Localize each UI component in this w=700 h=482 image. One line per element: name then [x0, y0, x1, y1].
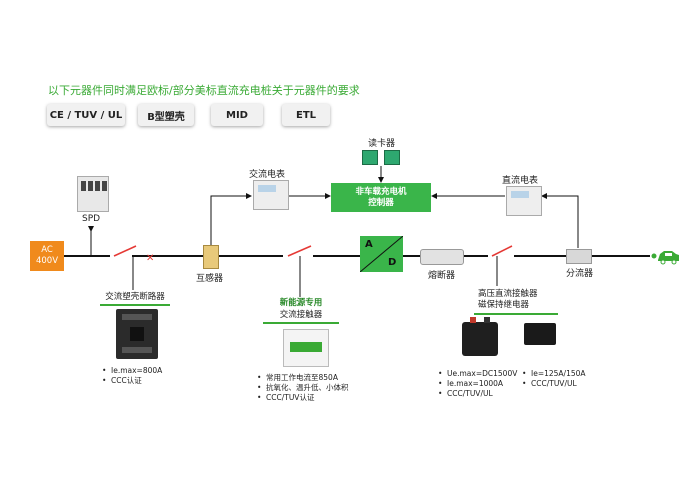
mccb-spec-2: CCC认证 [102, 376, 162, 386]
relay-specs: Ie=125A/150A CCC/TUV/UL [522, 369, 586, 389]
converter-d-label: D [388, 257, 397, 268]
dc-contactor-spec-1: Ue.max=DC1500V [438, 369, 517, 379]
tag-mid: MID [211, 104, 263, 126]
tag-b-type: B型塑壳 [138, 104, 194, 126]
mccb-specs: Ie.max=800A CCC认证 [102, 366, 162, 386]
shunt-device [566, 249, 592, 264]
mccb-underline [100, 304, 170, 306]
controller-label-line2: 控制器 [368, 197, 394, 208]
contactor-title-line2: 交流接触器 [279, 310, 323, 320]
ac-dc-converter: A D [360, 236, 403, 272]
relay-spec-1: Ie=125A/150A [522, 369, 586, 379]
breaker-symbol-1 [113, 245, 137, 257]
breaker-symbol-3 [491, 245, 513, 257]
card-reader-icon-1 [362, 150, 378, 165]
latching-relay-product-image [524, 323, 556, 345]
spd-device [77, 176, 109, 212]
spd-label: SPD [82, 214, 101, 224]
contactor-specs: 常用工作电流至850A 抗氧化、温升低、小体积 CCC/TUV认证 [257, 373, 349, 403]
contactor-spec-2: 抗氧化、温升低、小体积 [257, 383, 349, 393]
mccb-spec-1: Ie.max=800A [102, 366, 162, 376]
dc-meter-label: 直流电表 [502, 176, 539, 186]
mccb-title: 交流塑壳断路器 [105, 292, 165, 302]
shunt-to-dcmeter-line [541, 193, 579, 248]
dc-contactor-underline [474, 313, 558, 315]
ct-device [203, 245, 219, 269]
dc-contactor-spec-3: CCC/TUV/UL [438, 389, 517, 399]
breaker-symbol-2 [287, 245, 312, 257]
contactor-spec-1: 常用工作电流至850A [257, 373, 349, 383]
dc-contactor-title-line1: 高压直流接触器 [478, 289, 538, 299]
charger-controller-box: 非车载充电机 控制器 [331, 183, 431, 212]
card-reader-label: 读卡器 [368, 139, 396, 149]
tag-ce-tuv-ul: CE / TUV / UL [47, 104, 125, 126]
converter-diagonal [360, 236, 403, 272]
converter-a-label: A [365, 239, 373, 250]
controller-label-line1: 非车载充电机 [355, 186, 407, 197]
mccb-product-image [116, 309, 158, 359]
breaker-x-icon: ✕ [146, 253, 154, 264]
relay-spec-2: CCC/TUV/UL [522, 379, 586, 389]
ac-meter-label: 交流电表 [249, 170, 286, 180]
dc-contactor-title-line2: 磁保持继电器 [478, 300, 530, 310]
dc-contactor-product-image [462, 317, 498, 356]
fuse-device [420, 249, 464, 265]
ct-label: 互感器 [196, 274, 224, 284]
fuse-label: 熔断器 [428, 271, 456, 281]
dc-contactor-specs: Ue.max=DC1500V Ie.max=1000A CCC/TUV/UL [438, 369, 517, 399]
contactor-spec-3: CCC/TUV认证 [257, 393, 349, 403]
ev-car-icon [651, 251, 679, 265]
ac-meter-device [253, 180, 289, 210]
contactor-underline [263, 322, 339, 324]
contactor-title-line1: 新能源专用 [279, 298, 323, 308]
ac-voltage: 400V [35, 256, 59, 266]
page-title: 以下元器件同时满足欧标/部分美标直流充电桩关于元器件的要求 [48, 84, 360, 97]
tag-etl: ETL [282, 104, 330, 126]
dc-meter-device [506, 186, 542, 216]
dc-contactor-spec-2: Ie.max=1000A [438, 379, 517, 389]
ac-label: AC [41, 245, 53, 255]
ct-to-meter-line [210, 193, 252, 246]
shunt-label: 分流器 [566, 269, 594, 279]
contactor-product-image [283, 329, 329, 367]
card-reader-icon-2 [384, 150, 400, 165]
ac-source-box: AC 400V [30, 241, 64, 271]
